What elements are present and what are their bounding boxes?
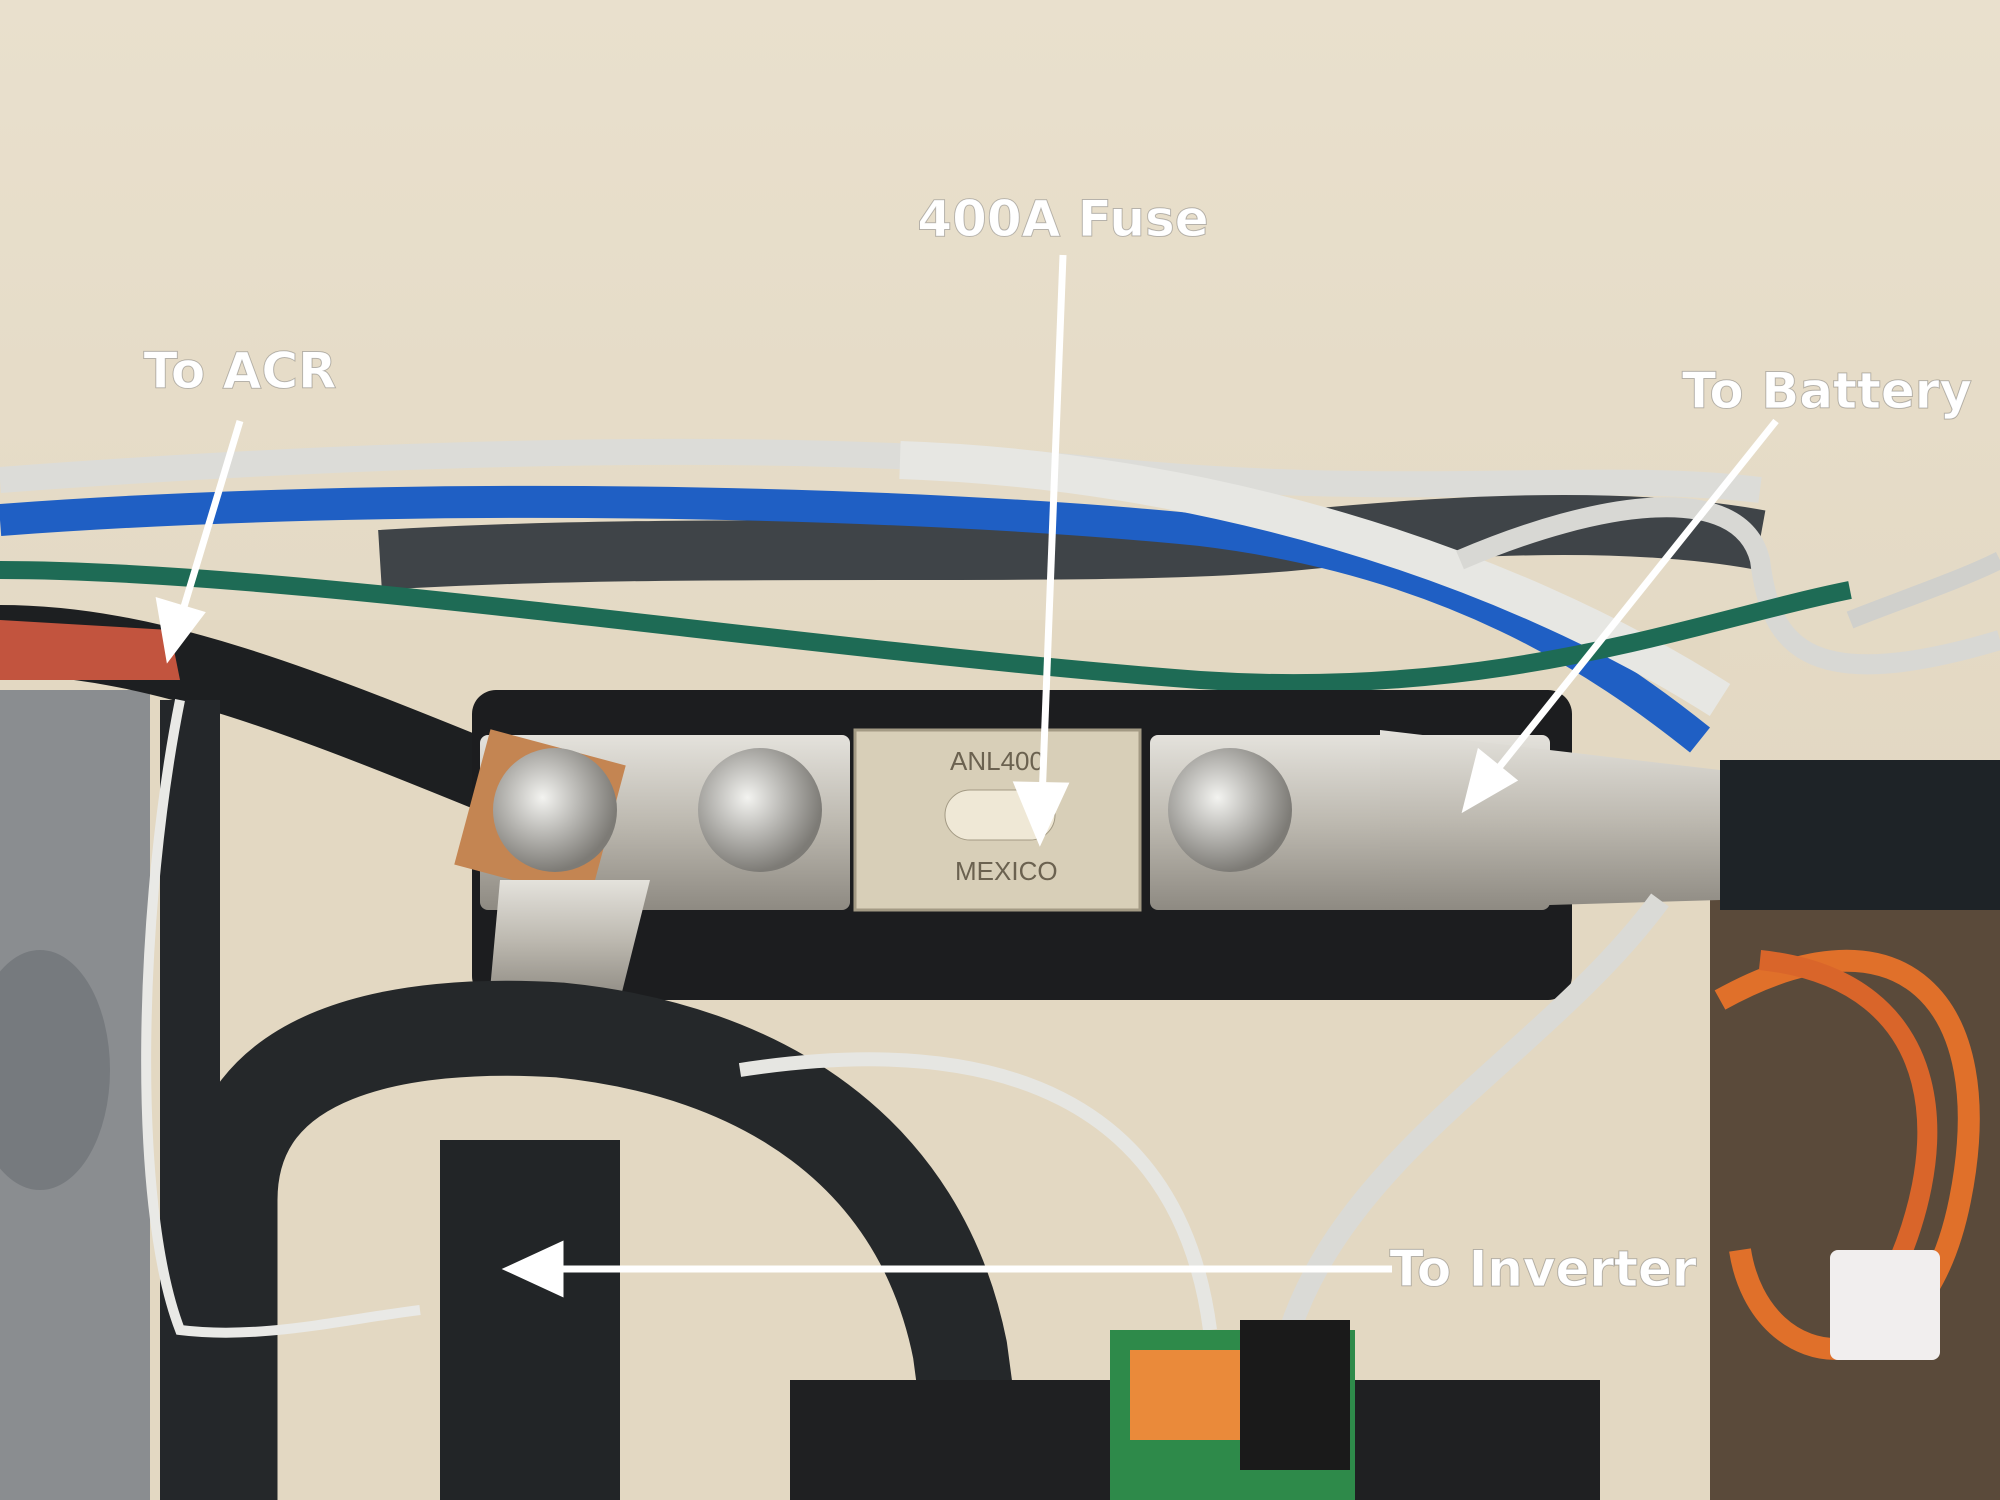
blue-cable [0, 485, 1710, 753]
inverter-arrowhead [501, 1240, 564, 1298]
battery-arrow [1490, 418, 1779, 778]
inverter-cable [440, 1140, 620, 1500]
label-400a-fuse: 400A Fuse [917, 190, 1208, 248]
white-cable [1846, 551, 2000, 629]
red-boot [0, 620, 180, 680]
orange-cable [1714, 949, 1980, 1360]
inverter-loop-cable [182, 980, 1028, 1500]
lower-lug [490, 880, 650, 1000]
fuse-rating-marking: ANL400 [950, 746, 1044, 776]
label-to-acr: To ACR [143, 342, 336, 400]
terminal-block [1130, 1350, 1240, 1440]
fuse-arrowhead [1012, 781, 1070, 847]
orange-cable [1758, 950, 1938, 1305]
label-to-inverter: To Inverter [1389, 1240, 1696, 1298]
white-plug [1830, 1250, 1940, 1360]
battery-arrowhead [1461, 747, 1519, 814]
white-wire [1279, 893, 1669, 1334]
stud-nut [493, 748, 617, 872]
white-cable [1456, 497, 2000, 675]
green-cable [0, 561, 1852, 693]
fuse-origin-marking: MEXICO [955, 856, 1058, 886]
rj-jack [1240, 1320, 1350, 1470]
white-wire [738, 1052, 1217, 1331]
battery-cable [1720, 760, 2000, 910]
annotation-arrows [155, 254, 1779, 1298]
stud-nut [1168, 748, 1292, 872]
white-wire [141, 699, 421, 1338]
battery-lug [1380, 730, 1720, 910]
acr-arrowhead [155, 597, 206, 664]
stud-nut [698, 748, 822, 872]
grey-knockout [0, 950, 110, 1190]
label-to-battery: To Battery [1682, 362, 1972, 420]
acr-arrow [176, 419, 244, 622]
fuse-arrow [1038, 254, 1067, 801]
